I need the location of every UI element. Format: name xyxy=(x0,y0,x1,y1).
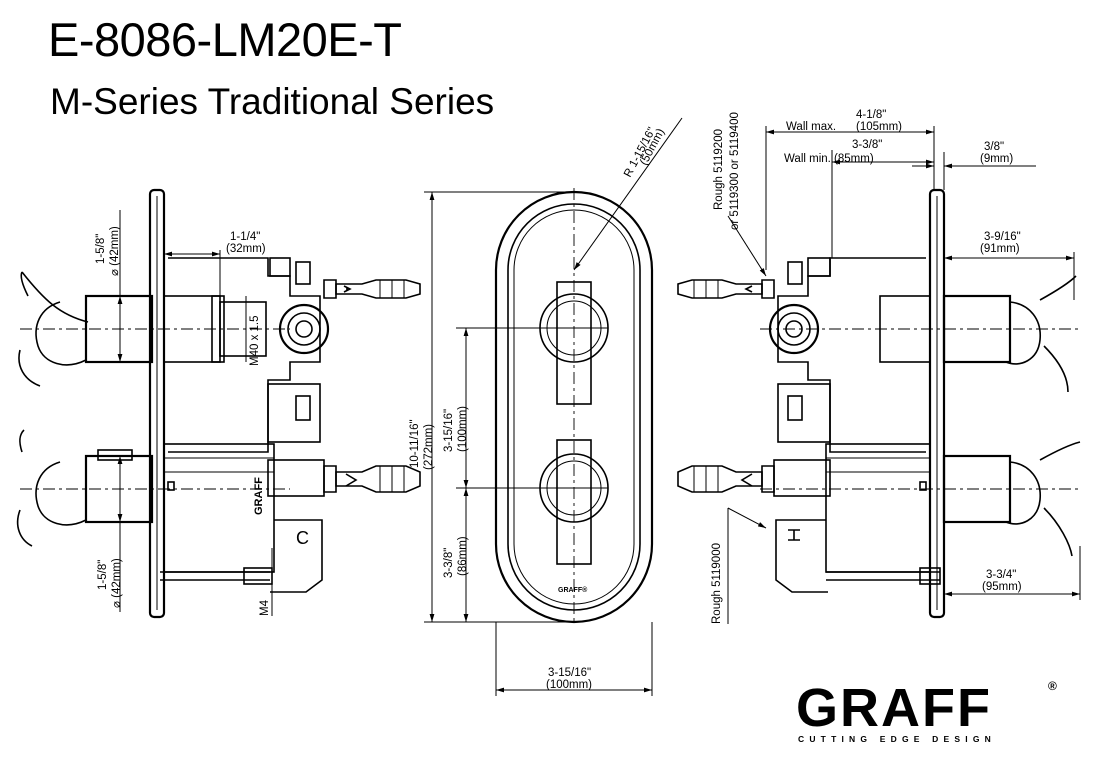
front-plate-mark: GRAFF® xyxy=(558,586,588,594)
front-lower-in: 3-3/8" xyxy=(443,548,455,578)
right-top-handle-mm: (91mm) xyxy=(980,243,1020,255)
left-depth-in: 1-1/4" xyxy=(230,231,260,243)
logo-tagline: CUTTING EDGE DESIGN xyxy=(798,734,996,744)
right-bottom-handle-mm: (95mm) xyxy=(982,581,1022,593)
front-width-mm: (100mm) xyxy=(546,679,592,691)
right-bottom-handle xyxy=(942,441,1081,557)
left-side-view: GRAFF C 1-5/8" ⌀ (42mm) 1-5/8" ⌀ (42mm) … xyxy=(16,188,421,619)
right-side-view: Rough 5119200 or 5119300 or 5119400 Roug… xyxy=(677,109,1081,624)
right-rough-top-2: or 5119300 or 5119400 xyxy=(729,112,741,230)
right-top-handle xyxy=(879,275,1077,393)
left-bottom-diameter-mm: ⌀ (42mm) xyxy=(111,558,123,608)
front-spacing-in: 3-15/16" xyxy=(443,409,455,452)
right-plate-mm: (9mm) xyxy=(980,153,1013,165)
model-number-title: E-8086-LM20E-T xyxy=(48,13,402,66)
left-top-diameter-in: 1-5/8" xyxy=(95,234,107,264)
front-view: GRAFF® R 1-15/16" (50mm) 10-11/16" (272m… xyxy=(409,117,683,696)
right-plate-in: 3/8" xyxy=(984,141,1004,153)
front-lower-mm: (86mm) xyxy=(457,536,469,576)
front-height-mm: (272mm) xyxy=(423,424,435,470)
front-spacing-mm: (100mm) xyxy=(457,406,469,452)
left-wall-plate xyxy=(148,188,166,619)
right-rough-bottom: Rough 5119000 xyxy=(711,543,723,624)
left-top-diameter-mm: ⌀ (42mm) xyxy=(109,226,121,276)
series-subtitle: M-Series Traditional Series xyxy=(50,81,495,122)
left-screw-label: M4 xyxy=(259,599,271,616)
right-rough-top-1: Rough 5119200 xyxy=(713,129,725,210)
logo-registered: ® xyxy=(1048,679,1057,693)
right-wall-min-in: 3-3/8" xyxy=(852,139,882,151)
front-height-in: 10-11/16" xyxy=(409,419,421,468)
right-bottom-handle-in: 3-3/4" xyxy=(986,569,1016,581)
right-wall-max-in: 4-1/8" xyxy=(856,109,886,121)
right-top-handle-in: 3-9/16" xyxy=(984,231,1021,243)
left-bottom-diameter-in: 1-5/8" xyxy=(97,560,109,590)
left-bottom-handle xyxy=(16,429,154,547)
graff-logo: GRAFF ® CUTTING EDGE DESIGN xyxy=(796,678,1057,744)
right-wall-max-mm: (105mm) xyxy=(856,121,902,133)
logo-wordmark: GRAFF xyxy=(796,678,992,738)
left-body-mark: GRAFF xyxy=(253,477,265,515)
left-body-mark-c: C xyxy=(296,528,309,548)
front-width-in: 3-15/16" xyxy=(548,667,591,679)
left-thread-label: M40 x 1.5 xyxy=(249,316,261,367)
right-wall-plate xyxy=(928,188,946,619)
right-wall-max-label: Wall max. xyxy=(786,121,836,133)
right-wall-min-label: Wall min. (85mm) xyxy=(784,153,874,165)
left-depth-mm: (32mm) xyxy=(226,243,266,255)
